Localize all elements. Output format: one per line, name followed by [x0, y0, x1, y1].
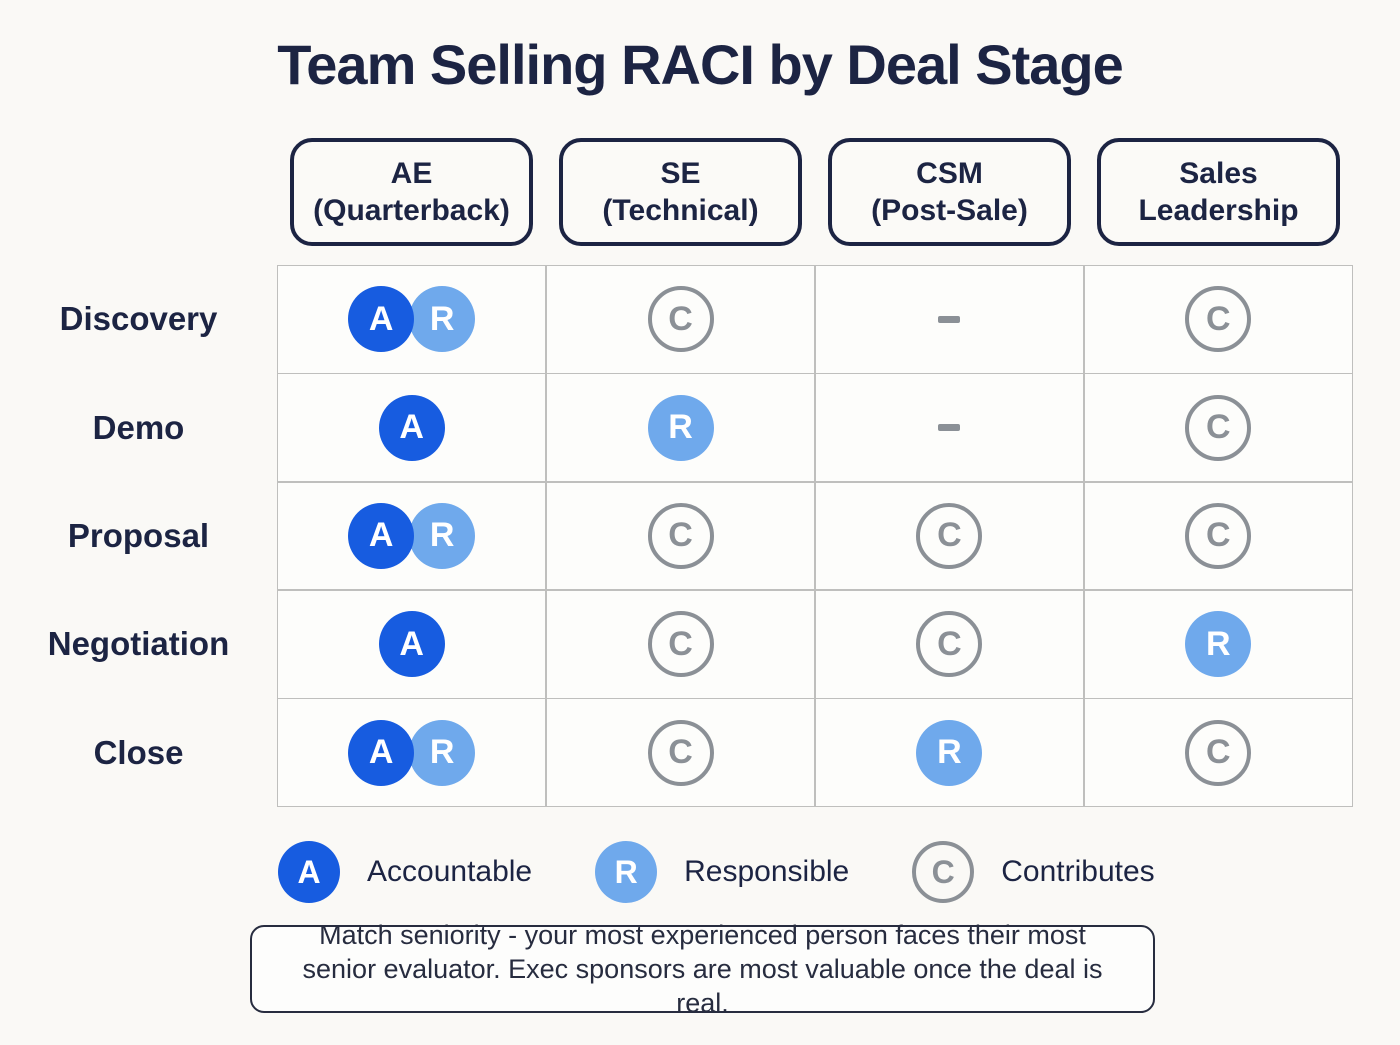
column-header-se: SE (Technical) [559, 138, 802, 246]
badge-accountable-icon: A [378, 611, 445, 678]
raci-cell-demo-3: C [1084, 374, 1352, 482]
raci-cell-demo-1: R [546, 374, 815, 482]
column-header-csm: CSM (Post-Sale) [828, 138, 1071, 246]
raci-cell-discovery-2 [815, 266, 1084, 373]
badge-contributes-icon: C [916, 502, 983, 569]
column-header-se-line2: (Technical) [602, 194, 759, 227]
row-label-demo: Demo [92, 408, 185, 446]
raci-cell-negotiation-1: C [546, 590, 815, 698]
column-header-ae: AE (Quarterback) [290, 138, 533, 246]
badge-contributes-icon: C [1185, 502, 1252, 569]
raci-cell-negotiation-2: C [815, 590, 1084, 698]
column-header-csm-line2: (Post-Sale) [871, 194, 1028, 227]
row-label-close: Close [93, 733, 184, 771]
column-headers: AE (Quarterback) SE (Technical) CSM (Pos… [277, 138, 1353, 248]
badge-responsible-icon: R [916, 719, 983, 786]
page-title: Team Selling RACI by Deal Stage [277, 33, 1124, 96]
badge-responsible-icon: R [595, 841, 658, 903]
legend-label-contributes: Contributes [1001, 855, 1155, 888]
badge-responsible-icon: R [1185, 611, 1252, 678]
badge-contributes-icon: C [1185, 719, 1252, 786]
raci-cell-proposal-2: C [815, 482, 1084, 590]
raci-cell-demo-2 [815, 374, 1084, 482]
row-label-negotiation: Negotiation [47, 625, 230, 663]
raci-cell-negotiation-3: R [1084, 590, 1352, 698]
badge-accountable-icon: A [378, 394, 445, 461]
legend: A Accountable R Responsible C Contribute… [278, 841, 1155, 903]
row-label-proposal: Proposal [67, 516, 210, 554]
legend-item-responsible: R Responsible [595, 841, 849, 903]
legend-label-accountable: Accountable [367, 855, 533, 888]
badge-responsible-icon: R [409, 719, 476, 786]
badge-contributes-icon: C [912, 841, 975, 903]
raci-cell-negotiation-0: A [278, 590, 546, 698]
note-text: Match seniority - your most experienced … [302, 920, 1103, 1018]
legend-label-responsible: Responsible [684, 855, 850, 888]
badge-contributes-icon: C [647, 611, 714, 678]
badge-responsible-icon: R [409, 286, 476, 353]
raci-cell-discovery-1: C [546, 266, 815, 373]
legend-item-accountable: A Accountable [278, 841, 532, 903]
legend-item-contributes: C Contributes [912, 841, 1155, 903]
badge-responsible-icon: R [647, 394, 714, 461]
raci-cell-close-3: C [1084, 699, 1352, 806]
dash-icon [938, 315, 961, 323]
badge-accountable-icon: A [348, 719, 415, 786]
note-box: Match seniority - your most experienced … [250, 920, 1155, 1018]
badge-contributes-icon: C [647, 286, 714, 353]
column-header-se-line1: SE [660, 157, 701, 190]
column-header-ae-line2: (Quarterback) [313, 194, 510, 227]
raci-cell-close-1: C [546, 699, 815, 806]
raci-cell-proposal-1: C [546, 482, 815, 590]
column-header-csm-line1: CSM [916, 157, 983, 190]
badge-contributes-icon: C [647, 719, 714, 786]
column-header-sales-leadership: Sales Leadership [1097, 138, 1340, 246]
row-label-discovery: Discovery [59, 300, 218, 338]
raci-cell-proposal-3: C [1084, 482, 1352, 590]
badge-contributes-icon: C [916, 611, 983, 678]
dash-icon [938, 424, 961, 432]
badge-accountable-icon: A [348, 286, 415, 353]
column-header-sales-leadership-line1: Sales [1179, 157, 1258, 190]
badge-contributes-icon: C [1185, 394, 1252, 461]
column-header-sales-leadership-line2: Leadership [1138, 194, 1299, 227]
badge-accountable-icon: A [278, 841, 340, 903]
badge-contributes-icon: C [647, 502, 714, 569]
raci-cell-demo-0: A [278, 374, 546, 482]
raci-cell-discovery-3: C [1084, 266, 1352, 373]
raci-cell-close-2: R [815, 699, 1084, 806]
column-header-ae-line1: AE [390, 157, 433, 190]
badge-accountable-icon: A [348, 502, 415, 569]
badge-contributes-icon: C [1185, 286, 1252, 353]
badge-responsible-icon: R [409, 502, 476, 569]
